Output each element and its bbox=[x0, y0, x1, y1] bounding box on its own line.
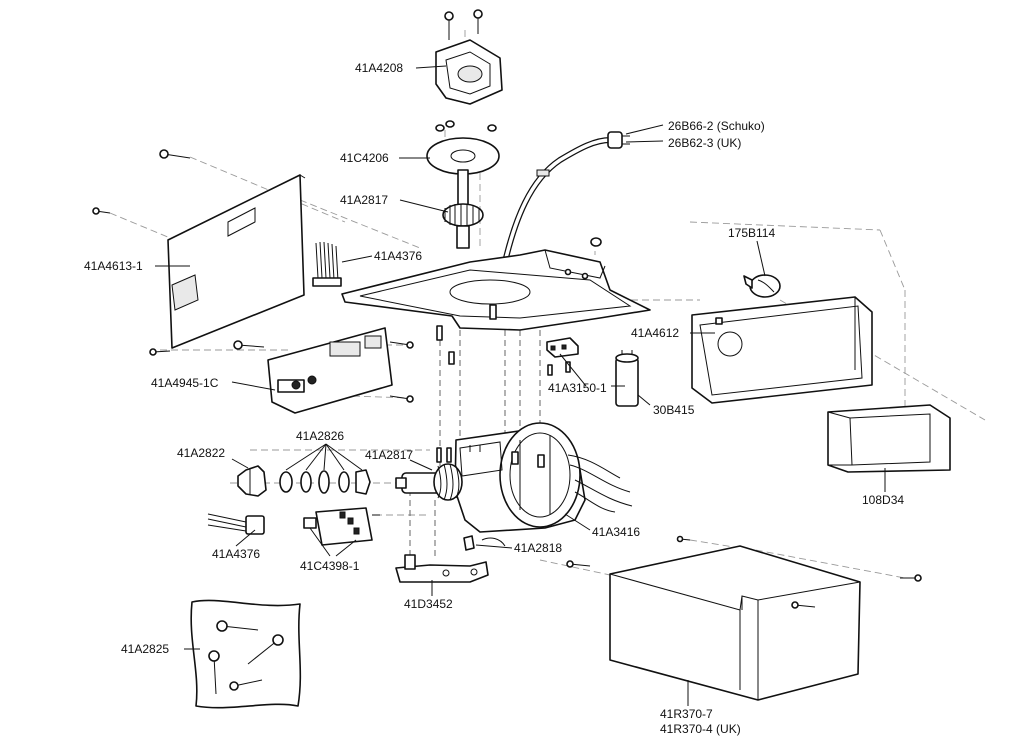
label-41A4612: 41A4612 bbox=[631, 326, 679, 340]
label-41A4376-top: 41A4376 bbox=[374, 249, 422, 263]
label-41A4208: 41A4208 bbox=[355, 61, 403, 75]
part-30B415-capacitor bbox=[615, 350, 639, 407]
label-26B62-3: 26B62-3 (UK) bbox=[668, 136, 741, 150]
part-41A2817-gear-mid bbox=[395, 447, 463, 501]
part-41A3150-1 bbox=[546, 337, 579, 358]
label-108D34: 108D34 bbox=[862, 493, 904, 507]
part-108D34-lens bbox=[827, 404, 951, 473]
label-41A2822: 41A2822 bbox=[177, 446, 225, 460]
label-41A2826: 41A2826 bbox=[296, 429, 344, 443]
part-41A2822-knob bbox=[237, 465, 267, 497]
screw-41A4613-1-top bbox=[92, 149, 265, 356]
part-175B114-bulb bbox=[743, 274, 781, 298]
leader-lines bbox=[155, 65, 886, 706]
part-41A4612-lens bbox=[691, 296, 873, 404]
label-41A4613-1: 41A4613-1 bbox=[84, 259, 143, 273]
part-41D3452-bracket bbox=[395, 554, 489, 583]
small-screws-center bbox=[436, 325, 571, 376]
part-labels: 41A4208 26B66-2 (Schuko) 26B62-3 (UK) 41… bbox=[84, 61, 904, 736]
part-41A2826-washers bbox=[279, 469, 371, 495]
label-26B66-2: 26B66-2 (Schuko) bbox=[668, 119, 765, 133]
label-175B114: 175B114 bbox=[728, 226, 775, 240]
part-41A3416-motor bbox=[454, 422, 633, 533]
label-41A3150-1: 41A3150-1 bbox=[548, 381, 607, 395]
label-41R370-7: 41R370-7 bbox=[660, 707, 713, 721]
label-41A4376-bottom: 41A4376 bbox=[212, 547, 260, 561]
part-41R370-housing bbox=[566, 535, 922, 701]
label-41A2817-mid: 41A2817 bbox=[365, 448, 413, 462]
part-41A4208-cover bbox=[435, 9, 503, 105]
part-41C4206-disk bbox=[426, 120, 500, 175]
label-30B415: 30B415 bbox=[653, 403, 695, 417]
label-41A2817-top: 41A2817 bbox=[340, 193, 388, 207]
label-41R370-4: 41R370-4 (UK) bbox=[660, 722, 741, 736]
part-41A4376-cable-bottom bbox=[207, 513, 265, 535]
part-power-cord bbox=[502, 131, 630, 263]
label-41A2825: 41A2825 bbox=[121, 642, 169, 656]
part-41A4945-1C-board bbox=[267, 327, 414, 414]
label-41C4206: 41C4206 bbox=[340, 151, 389, 165]
label-41A4945-1C: 41A4945-1C bbox=[151, 376, 219, 390]
label-41A3416: 41A3416 bbox=[592, 525, 640, 539]
part-41A4376-ribbon-top bbox=[312, 241, 342, 287]
part-41A2817-shaft-top bbox=[442, 169, 484, 249]
part-41C4398-1-switch bbox=[303, 507, 380, 546]
part-41A2818-clip bbox=[463, 535, 506, 551]
part-chassis-plate bbox=[341, 237, 651, 331]
part-41A2825-screw-bag bbox=[190, 599, 302, 709]
label-41A2818: 41A2818 bbox=[514, 541, 562, 555]
label-41D3452: 41D3452 bbox=[404, 597, 453, 611]
part-41A4613-1-board bbox=[167, 174, 306, 349]
label-41C4398-1: 41C4398-1 bbox=[300, 559, 360, 573]
